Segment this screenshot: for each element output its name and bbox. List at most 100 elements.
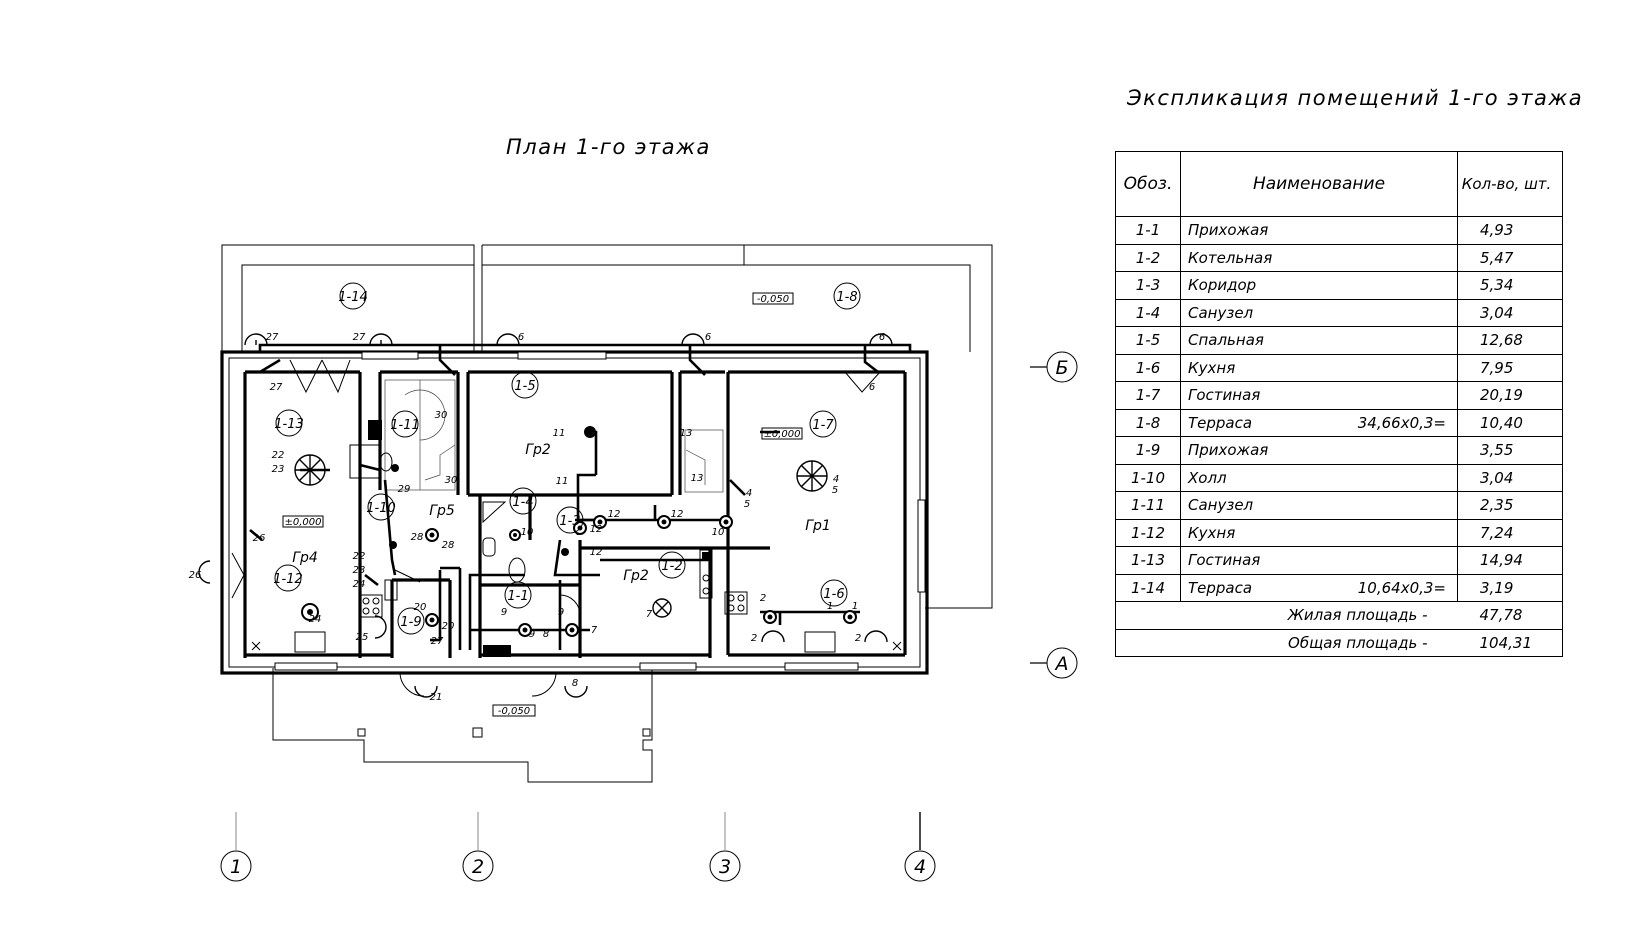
room-marker-circle bbox=[274, 564, 302, 592]
device-number: 2 bbox=[855, 633, 861, 644]
device-number: 28 bbox=[442, 540, 455, 551]
room-area: 3,04 bbox=[1457, 298, 1563, 327]
plan-title: План 1-го этажа bbox=[506, 135, 711, 159]
room-marker-label: 1-1 bbox=[507, 589, 528, 604]
room-marker-circle bbox=[367, 493, 395, 521]
total-row: Общая площадь -104,31 bbox=[1115, 628, 1563, 657]
windows bbox=[274, 351, 926, 671]
device-number: 8 bbox=[543, 629, 549, 640]
room-name: Коридор bbox=[1188, 276, 1257, 295]
level-marks: -0,050 ±0,000 ±0,000 -0,050 bbox=[282, 292, 803, 717]
room-code: 1-14 bbox=[1115, 573, 1181, 602]
room-name: Кухня bbox=[1188, 358, 1236, 377]
room-name: Кухня bbox=[1188, 523, 1236, 542]
room-marker-label: 1-14 bbox=[338, 290, 368, 305]
total-label: Общая площадь - bbox=[1180, 628, 1458, 657]
device-number: 6 bbox=[518, 332, 524, 343]
room-marker-label: 1-2 bbox=[661, 559, 682, 574]
device-number: 13 bbox=[691, 473, 704, 484]
device-number: 26 bbox=[189, 570, 202, 581]
total-value: 47,78 bbox=[1457, 601, 1563, 630]
room-name-cell: Прихожая bbox=[1180, 436, 1458, 465]
area-formula: 34,66х0,3= bbox=[1357, 413, 1446, 432]
room-name-cell: Прихожая bbox=[1180, 216, 1458, 245]
level-mark: ±0,000 bbox=[284, 517, 321, 528]
device-number: 11 bbox=[553, 428, 566, 439]
room-marker-circle bbox=[809, 410, 837, 438]
device-number: 27 bbox=[431, 636, 444, 647]
device-number: 1 bbox=[827, 601, 833, 612]
device-number: 6 bbox=[869, 382, 875, 393]
room-name-cell: Котельная bbox=[1180, 243, 1458, 272]
room-name-cell: Спальная bbox=[1180, 326, 1458, 355]
room-code: 1-6 bbox=[1115, 353, 1181, 382]
axis-label-2: 2 bbox=[472, 856, 484, 878]
room-marker-label: 1-6 bbox=[823, 587, 844, 602]
device-number: 5 bbox=[832, 485, 838, 496]
room-marker-circle bbox=[820, 579, 848, 607]
circuit-group-label: Гр5 bbox=[429, 503, 455, 519]
room-marker-label: 1-7 bbox=[812, 418, 834, 433]
device-number: 9 bbox=[529, 629, 535, 640]
room-marker-circle bbox=[658, 551, 686, 579]
room-marker-label: 1-4 bbox=[512, 495, 533, 510]
room-name-cell: Кухня bbox=[1180, 353, 1458, 382]
device-number: 27 bbox=[353, 332, 366, 343]
total-label: Жилая площадь - bbox=[1180, 601, 1458, 630]
total-value: 104,31 bbox=[1457, 628, 1563, 657]
device-number: 29 bbox=[398, 484, 411, 495]
room-name-cell: Санузел bbox=[1180, 491, 1458, 520]
axis-label-1: 1 bbox=[230, 856, 242, 878]
room-name-cell: Холл bbox=[1180, 463, 1458, 492]
room-name: Прихожая bbox=[1188, 441, 1269, 460]
room-name: Санузел bbox=[1188, 496, 1254, 515]
room-name: Гостиная bbox=[1188, 551, 1261, 570]
room-code: 1-11 bbox=[1115, 491, 1181, 520]
device-number: 10 bbox=[521, 527, 534, 538]
room-name-cell: Гостиная bbox=[1180, 381, 1458, 410]
explication-title: Экспликация помещений 1-го этажа bbox=[1127, 86, 1584, 110]
device-number: 5 bbox=[744, 499, 750, 510]
interior-walls bbox=[243, 370, 907, 658]
grid-axes: 1 2 3 4 Б А bbox=[220, 351, 1078, 882]
room-name: Санузел bbox=[1188, 303, 1254, 322]
room-area: 20,19 bbox=[1457, 381, 1563, 410]
porch-outline bbox=[272, 668, 653, 783]
device-number: 12 bbox=[671, 509, 684, 520]
room-marker-circle bbox=[397, 607, 425, 635]
room-code: 1-12 bbox=[1115, 518, 1181, 547]
level-mark: -0,050 bbox=[757, 294, 789, 305]
doors bbox=[231, 359, 881, 697]
room-name: Холл bbox=[1188, 468, 1227, 487]
room-code: 1-9 bbox=[1115, 436, 1181, 465]
device-number: 6 bbox=[879, 332, 885, 343]
axis-label-a: А bbox=[1054, 653, 1069, 675]
room-name-cell: Коридор bbox=[1180, 271, 1458, 300]
device-number: 13 bbox=[680, 428, 693, 439]
level-mark: -0,050 bbox=[498, 706, 530, 717]
circuit-group-label: Гр2 bbox=[623, 568, 649, 584]
room-code: 1-7 bbox=[1115, 381, 1181, 410]
room-marker-circle bbox=[339, 282, 367, 310]
room-area: 5,47 bbox=[1457, 243, 1563, 272]
room-marker-circle bbox=[504, 581, 532, 609]
room-marker-circle bbox=[275, 409, 303, 437]
room-marker-label: 1-8 bbox=[836, 290, 857, 305]
circuit-group-label: Гр4 bbox=[292, 550, 318, 566]
device-number: 11 bbox=[556, 476, 569, 487]
circuit-group-label: Гр2 bbox=[525, 442, 551, 458]
axis-label-b: Б bbox=[1055, 357, 1068, 379]
device-number: 12 bbox=[590, 547, 603, 558]
device-number: 20 bbox=[414, 602, 427, 613]
device-number: 27 bbox=[266, 332, 279, 343]
device-number: 6 bbox=[705, 332, 711, 343]
